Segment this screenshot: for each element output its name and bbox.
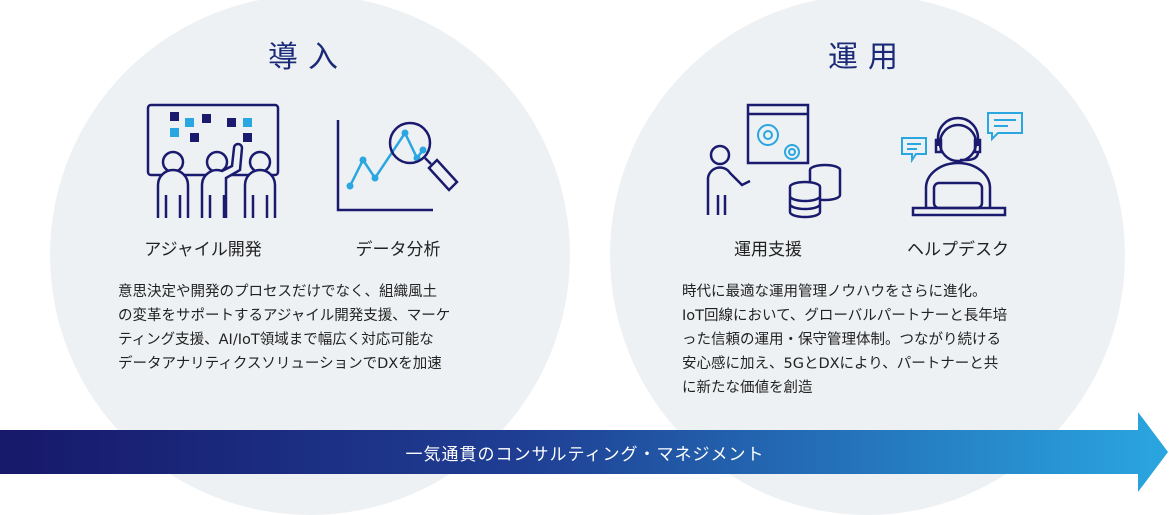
desc-line: ティング支援、AI/IoT領域まで幅広く対応可能な xyxy=(118,332,434,348)
desc-line: IoT回線において、グローバルパートナーと長年培 xyxy=(682,308,1008,324)
operation-title: 運用 xyxy=(828,40,908,75)
data-analysis-label: データ分析 xyxy=(355,240,441,260)
desc-line: に新たな価値を創造 xyxy=(682,380,813,396)
helpdesk-icon xyxy=(901,112,1023,217)
desc-line: 安心感に加え、5GとDXにより、パートナーと共 xyxy=(682,356,999,372)
operation-support-label: 運用支援 xyxy=(734,240,802,260)
data-analysis-icon xyxy=(336,120,459,212)
desc-line: った信頼の運用・保守管理体制。つながり続ける xyxy=(682,332,1001,348)
intro-circle xyxy=(50,0,570,515)
desc-line: の変革をサポートするアジャイル開発支援、マーケ xyxy=(118,308,451,324)
agile-label: アジャイル開発 xyxy=(144,240,262,260)
operation-description: 時代に最適な運用管理ノウハウをさらに進化。 IoT回線において、グローバルパート… xyxy=(682,280,1007,400)
intro-description: 意思決定や開発のプロセスだけでなく、組織風土 の変革をサポートするアジャイル開発… xyxy=(118,280,450,376)
intro-title: 導入 xyxy=(268,40,348,75)
process-arrow xyxy=(0,412,1168,492)
agile-team-icon xyxy=(146,103,280,218)
helpdesk-label: ヘルプデスク xyxy=(907,240,1009,260)
desc-line: 時代に最適な運用管理ノウハウをさらに進化。 xyxy=(682,284,987,300)
desc-line: 意思決定や開発のプロセスだけでなく、組織風土 xyxy=(118,284,437,300)
operation-support-icon xyxy=(706,103,842,219)
desc-line: データアナリティクスソリューションでDXを加速 xyxy=(118,356,442,372)
operation-circle xyxy=(610,0,1125,515)
arrow-label: 一気通貫のコンサルティング・マネジメント xyxy=(405,445,765,465)
